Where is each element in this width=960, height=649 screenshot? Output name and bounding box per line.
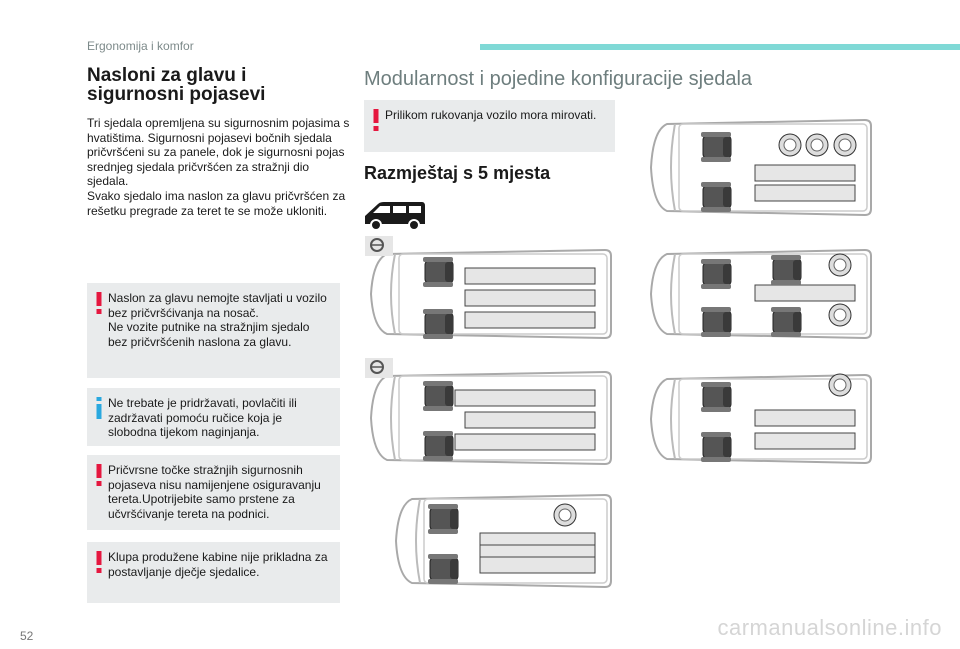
bench	[754, 284, 856, 302]
folded-seat-icon	[828, 373, 852, 397]
warning-note: Prilikom rukovanja vozilo mora mirovati.	[364, 100, 615, 152]
bench	[754, 432, 856, 450]
seat-icon	[428, 554, 459, 584]
bench	[464, 411, 596, 429]
watermark: carmanualsonline.info	[717, 615, 942, 640]
seat-icon	[771, 307, 802, 337]
seat-icon	[701, 307, 732, 337]
left-body: Tri sjedala opremljena su sigurnosnim po…	[87, 116, 352, 218]
warning-icon	[373, 109, 379, 131]
paragraph: Svako sjedalo ima naslon za glavu pričvr…	[87, 188, 346, 218]
seat-icon	[423, 257, 454, 287]
warning-icon	[96, 292, 102, 314]
note-text: Prilikom rukovanja vozilo mora mirovati.	[385, 108, 597, 122]
seat-icon	[423, 309, 454, 339]
bench	[454, 433, 596, 451]
warning-note: Pričvrsne točke stražnjih sigurnosnih po…	[87, 455, 340, 530]
bench	[464, 267, 596, 285]
note-text: Pričvrsne točke stražnjih sigurnosnih po…	[108, 463, 321, 521]
bench	[754, 164, 856, 182]
bench	[464, 311, 596, 329]
note-text: Klupa produžene kabine nije prikladna za…	[108, 550, 328, 579]
seat-configuration-diagram	[649, 373, 872, 465]
bench	[754, 184, 856, 202]
bench	[754, 409, 856, 427]
folded-seat-icon	[833, 133, 857, 157]
subtitle: Razmještaj s 5 mjesta	[364, 163, 551, 183]
seat-icon	[701, 432, 732, 462]
note-text: Ne vozite putnike na stražnjim sjedalo b…	[108, 320, 310, 349]
warning-icon	[96, 464, 102, 486]
note-text: Naslon za glavu nemojte stavljati u vozi…	[108, 291, 327, 320]
warning-note: Naslon za glavu nemojte stavljati u vozi…	[87, 283, 340, 378]
left-title: Nasloni za glavu i sigurnosni pojasevi	[87, 65, 266, 105]
page-number: 52	[20, 629, 34, 643]
seat-icon	[701, 182, 732, 212]
seat-icon	[423, 381, 454, 411]
folded-seat-icon	[778, 133, 802, 157]
steering-wheel-icon	[365, 236, 393, 256]
bench	[454, 389, 596, 407]
seat-icon	[701, 259, 732, 289]
accent-bar	[480, 44, 960, 50]
folded-seat-icon	[553, 503, 577, 527]
steering-wheel-icon	[365, 358, 393, 378]
seat-icon	[428, 504, 459, 534]
seat-configuration-diagram	[369, 248, 612, 340]
folded-seat-icon	[828, 253, 852, 277]
seat-configuration-diagram	[649, 118, 872, 217]
seat-configuration-diagram	[369, 370, 612, 466]
warning-icon	[96, 551, 102, 573]
seat-icon	[701, 132, 732, 162]
paragraph: Tri sjedala opremljena su sigurnosnim po…	[87, 116, 350, 189]
bench	[479, 556, 596, 574]
section-header: Ergonomija i komfor	[87, 39, 194, 53]
folded-seat-icon	[805, 133, 829, 157]
note-text: Ne trebate je pridržavati, povlačiti ili…	[108, 396, 297, 440]
warning-note: Klupa produžene kabine nije prikladna za…	[87, 542, 340, 603]
seat-icon	[701, 382, 732, 412]
seat-icon	[423, 431, 454, 461]
bench	[464, 289, 596, 307]
seat-configuration-diagram	[649, 248, 872, 340]
folded-seat-icon	[828, 303, 852, 327]
seat-configuration-diagram	[394, 493, 612, 589]
van-icon	[365, 202, 425, 231]
right-title: Modularnost i pojedine konfiguracije sje…	[364, 68, 753, 90]
seat-icon	[771, 255, 802, 285]
info-icon	[96, 397, 102, 419]
info-note: Ne trebate je pridržavati, povlačiti ili…	[87, 388, 340, 446]
